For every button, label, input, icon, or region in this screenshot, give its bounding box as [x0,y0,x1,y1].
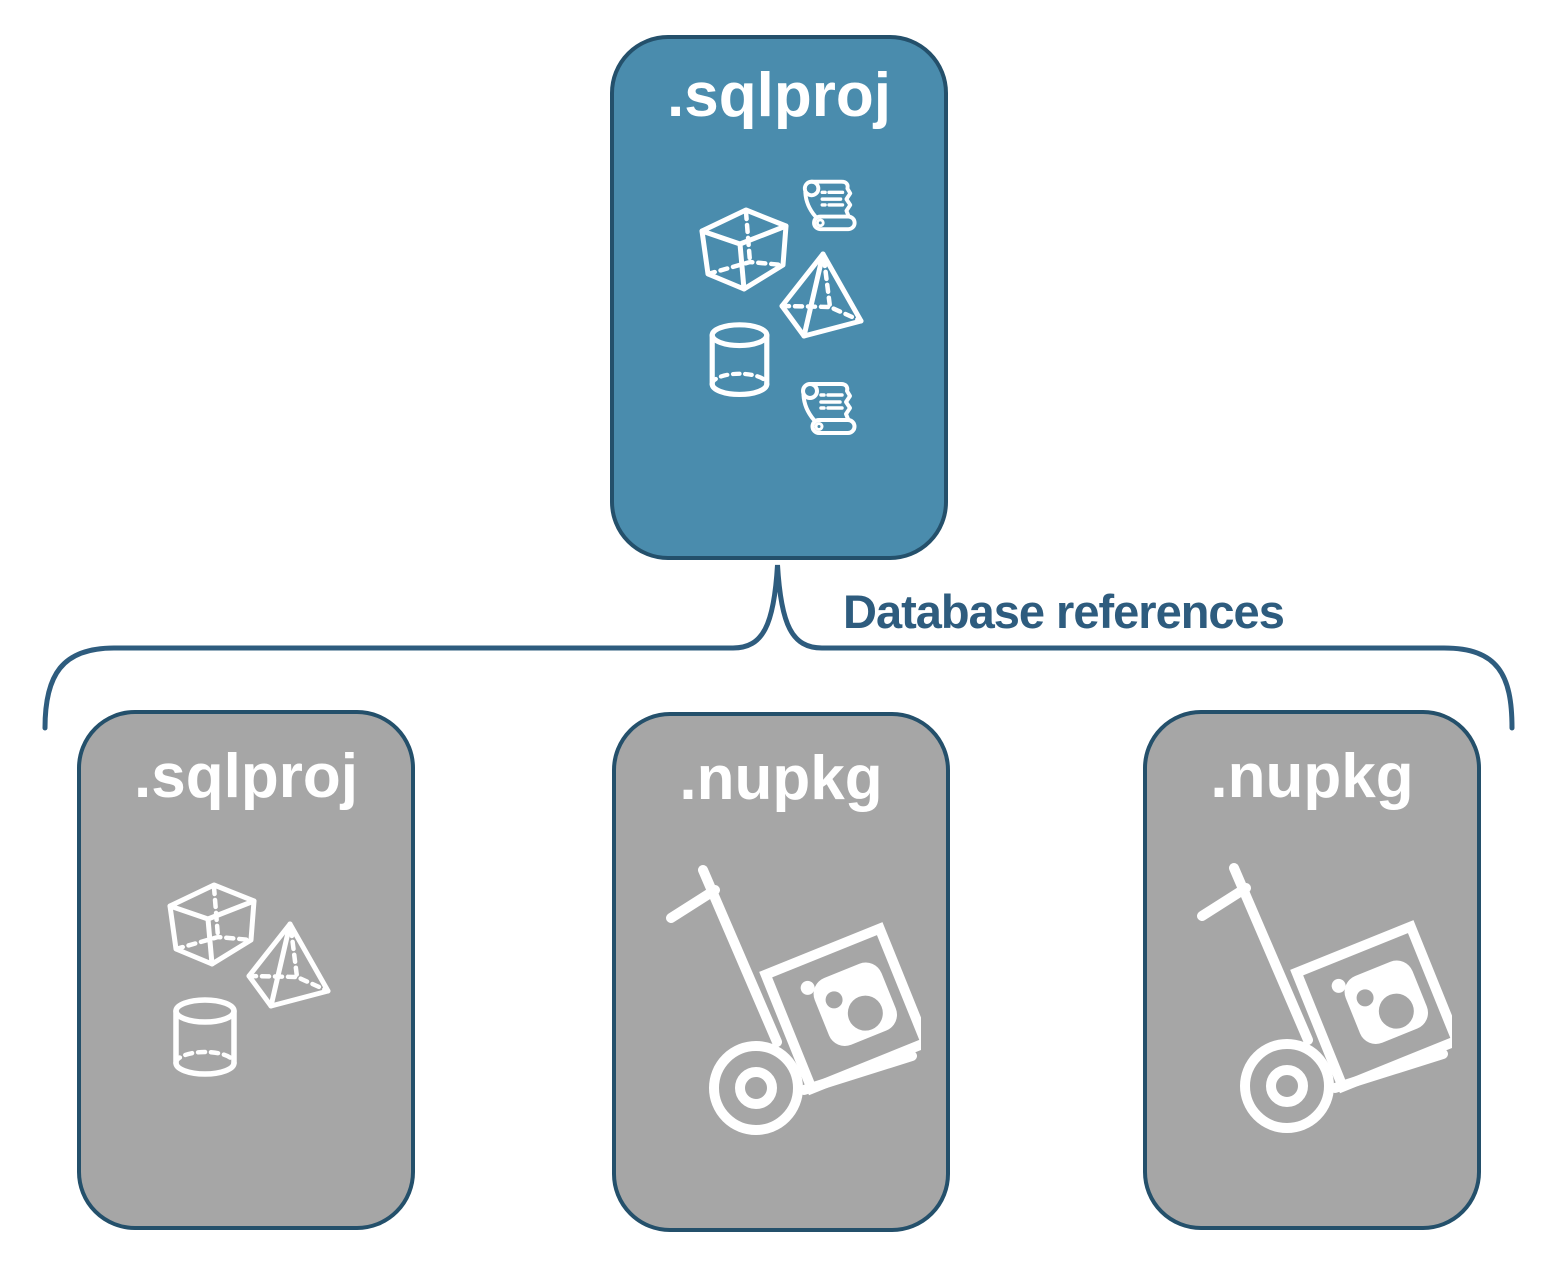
root-card-label: .sqlproj [667,61,891,130]
root-card-sqlproj: .sqlproj [610,35,948,560]
pyramid-icon [772,249,878,344]
hand-truck-package-icon [1192,854,1452,1184]
script-scroll-icon [797,374,859,438]
pyramid-icon [239,919,345,1014]
script-scroll-icon [799,172,859,234]
edge-label: Database references [843,585,1285,638]
child-card-label: .sqlproj [134,742,358,811]
child-card-label: .nupkg [1210,742,1414,811]
database-cylinder-icon [706,322,773,402]
brace-connector [42,564,1515,731]
child-card-label: .nupkg [679,744,883,813]
child-card-nupkg-1: .nupkg [612,712,950,1232]
child-card-sqlproj: .sqlproj [77,710,415,1230]
child-card-nupkg-2: .nupkg [1143,710,1481,1230]
database-cylinder-icon [170,997,240,1082]
hand-truck-package-icon [661,856,921,1186]
